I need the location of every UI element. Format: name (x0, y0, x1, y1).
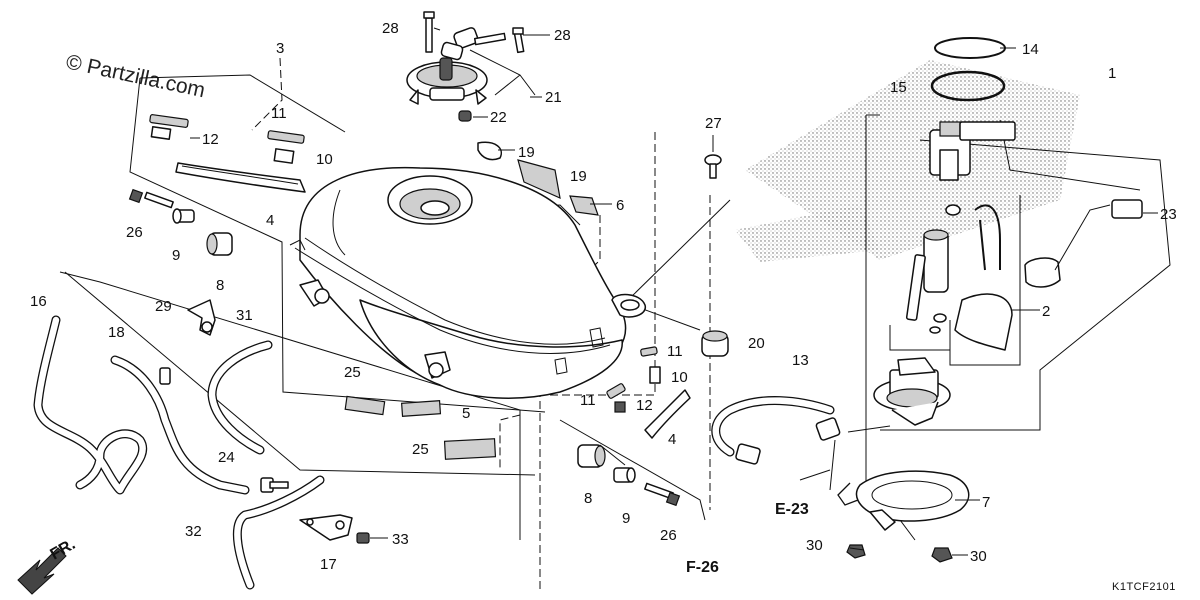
hoses (17, 315, 370, 595)
callout-23: 23 (1160, 206, 1177, 223)
projection-shading (735, 60, 1080, 262)
callout-26a: 26 (126, 224, 143, 241)
callout-19b: 19 (570, 168, 587, 185)
callout-19a: 19 (518, 144, 535, 161)
callout-3: 3 (276, 40, 284, 57)
callout-28a: 28 (382, 20, 399, 37)
callout-18: 18 (108, 324, 125, 341)
fuel-tank (289, 166, 646, 399)
reference-labels: E-23 F-26 FR. K1TCF2101 (48, 501, 1176, 593)
fuel-pump-assembly (873, 37, 1143, 426)
callout-9b: 9 (622, 510, 630, 527)
pump-set-plate (837, 470, 970, 563)
callout-30b: 30 (970, 548, 987, 565)
small-parts-center (344, 141, 729, 507)
callout-8b: 8 (584, 490, 592, 507)
callout-10a: 10 (316, 151, 333, 168)
part-callouts: 1 2 3 4 4 5 6 7 8 8 9 9 10 10 11 11 11 1… (30, 20, 1177, 573)
callout-28b: 28 (554, 27, 571, 44)
callout-leaders (190, 27, 1158, 556)
callout-17: 17 (320, 556, 337, 573)
callout-13: 13 (792, 352, 809, 369)
ref-e23: E-23 (775, 501, 809, 518)
callout-1: 1 (1108, 65, 1116, 82)
key-icon (440, 27, 507, 61)
ref-f26: F-26 (686, 559, 719, 576)
callout-4a: 4 (266, 212, 274, 229)
callout-6: 6 (616, 197, 624, 214)
fuel-cap-assembly (406, 11, 536, 122)
callout-25b: 25 (412, 441, 429, 458)
callout-12b: 12 (636, 397, 653, 414)
callout-24: 24 (218, 449, 235, 466)
callout-25a: 25 (344, 364, 361, 381)
callout-10b: 10 (671, 369, 688, 386)
callout-5: 5 (462, 405, 470, 422)
small-parts-left (128, 114, 306, 455)
callout-21: 21 (545, 89, 562, 106)
callout-7: 7 (982, 494, 990, 511)
front-arrow-icon (17, 547, 67, 595)
fuel-hose (711, 396, 841, 465)
callout-27: 27 (705, 115, 722, 132)
callout-8a: 8 (216, 277, 224, 294)
callout-31: 31 (236, 307, 253, 324)
callout-16: 16 (30, 293, 47, 310)
callout-30a: 30 (806, 537, 823, 554)
callout-29: 29 (155, 298, 172, 315)
callout-11a: 11 (271, 105, 287, 122)
callout-15: 15 (890, 79, 907, 96)
callout-2: 2 (1042, 303, 1050, 320)
diagram-code: K1TCF2101 (1112, 581, 1176, 593)
callout-14: 14 (1022, 41, 1039, 58)
callout-11b: 11 (667, 343, 683, 360)
callout-22: 22 (490, 109, 507, 126)
callout-26b: 26 (660, 527, 677, 544)
callout-11c: 11 (580, 392, 596, 409)
callout-9a: 9 (172, 247, 180, 264)
callout-32: 32 (185, 523, 202, 540)
callout-4b: 4 (668, 431, 676, 448)
callout-33: 33 (392, 531, 409, 548)
callout-20: 20 (748, 335, 765, 352)
callout-12a: 12 (202, 131, 219, 148)
